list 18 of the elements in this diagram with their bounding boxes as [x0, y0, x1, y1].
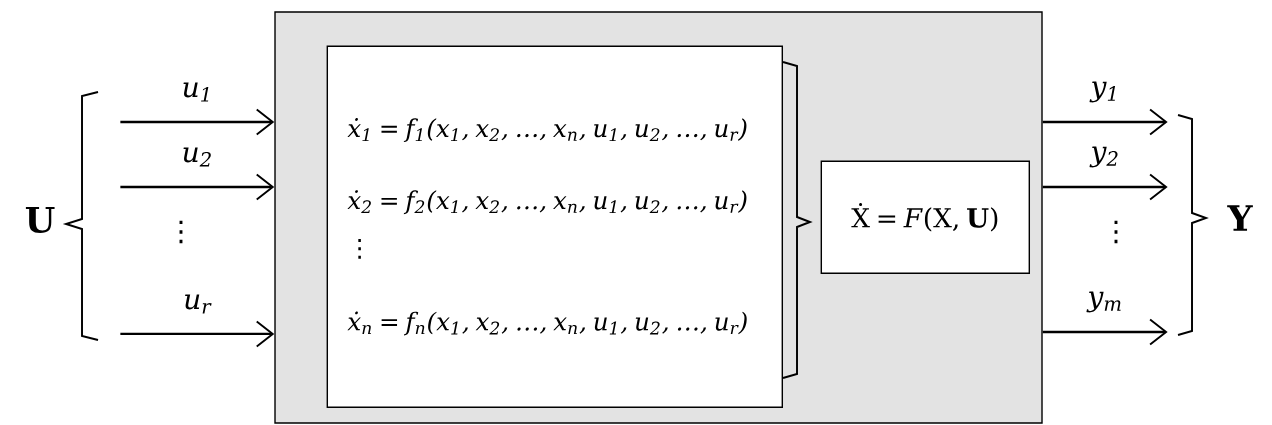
vector-label: U	[25, 206, 55, 234]
equations-box: ẋ$_{1}$ = f$_{1}$(x$_{1}$, x$_{2}$, …, x$_{n}$, u$_{1}$, u$_{2}$, …, u$_{r}$) ẋ$_{2}$ = f$_{2}$(x$_{1}$, x$_{2}$, …, x$_{n}$, u$_{1}$, u$_{2}$, …, u$_{r}$) ⋮ ẋ$_{n}$ = f$_{n}$(x$_{1}$, x$_{2}$, …, x$_{n}$, u$_{1}$, u$_{2}$, …, u$_{r}$)	[326, 45, 783, 408]
edge-label: y$_{2}$	[1089, 146, 1118, 168]
edge-label: y$_{1}$	[1089, 81, 1116, 103]
edge-label: u$_{r}$	[185, 294, 212, 314]
ellipsis: ⋮	[1114, 220, 1118, 244]
arrow	[1042, 173, 1168, 201]
edge-label: u$_{1}$	[183, 82, 209, 102]
arrow	[120, 173, 275, 201]
arrow	[120, 108, 275, 136]
edge-label: u$_{2}$	[183, 147, 211, 167]
ellipsis: ⋮	[179, 220, 183, 244]
arrow	[120, 320, 275, 348]
vector-label: Y	[1227, 205, 1253, 231]
arrow	[1042, 108, 1168, 136]
state-equation-box: Ẋ = F(X, U)	[820, 160, 1030, 274]
arrow	[1042, 318, 1168, 346]
edge-label: y$_{m}$	[1086, 291, 1121, 313]
